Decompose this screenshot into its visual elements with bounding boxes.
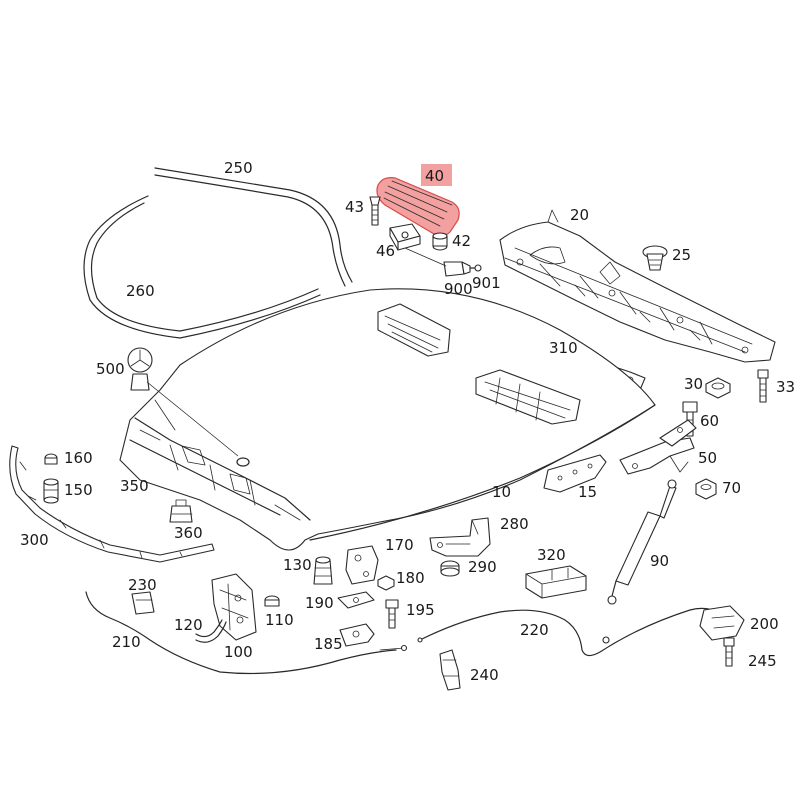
part-70-nut <box>695 478 717 500</box>
part-150-buffer <box>43 478 59 504</box>
cable-220 <box>417 607 719 657</box>
part-43-clip <box>369 196 381 226</box>
part-130-buffer <box>313 556 333 585</box>
label-46: 46 <box>376 242 395 260</box>
label-500: 500 <box>96 360 125 378</box>
label-70: 70 <box>722 479 741 497</box>
label-300: 300 <box>20 531 49 549</box>
label-42: 42 <box>452 232 471 250</box>
label-190: 190 <box>305 594 334 612</box>
label-230: 230 <box>128 576 157 594</box>
part-245-bolt <box>723 637 735 667</box>
part-360-clip <box>169 499 193 523</box>
part-900-connector <box>443 261 471 277</box>
label-150: 150 <box>64 481 93 499</box>
label-220: 220 <box>520 621 549 639</box>
label-360: 360 <box>174 524 203 542</box>
part-50-hinge <box>619 419 697 475</box>
part-320-box <box>525 565 587 599</box>
label-290: 290 <box>468 558 497 576</box>
part-230-clip <box>131 591 155 615</box>
part-240-clip <box>439 649 461 691</box>
label-25: 25 <box>672 246 691 264</box>
label-33: 33 <box>776 378 795 396</box>
label-160: 160 <box>64 449 93 467</box>
part-290-buffer <box>440 560 460 577</box>
part-30-nut <box>705 377 731 399</box>
part-33-bolt <box>757 369 769 403</box>
cable-210 <box>85 591 408 675</box>
part-46-sensor <box>389 223 421 251</box>
label-320: 320 <box>537 546 566 564</box>
part-195-bolt <box>385 599 399 629</box>
label-200: 200 <box>750 615 779 633</box>
label-30: 30 <box>684 375 703 393</box>
label-130: 130 <box>283 556 312 574</box>
label-20: 20 <box>570 206 589 224</box>
seal-260 <box>83 195 321 339</box>
label-40-highlight <box>421 164 452 186</box>
label-245: 245 <box>748 652 777 670</box>
label-195: 195 <box>406 601 435 619</box>
label-310: 310 <box>549 339 578 357</box>
label-260: 260 <box>126 282 155 300</box>
part-180-nut <box>377 575 395 591</box>
part-42-grommet <box>432 232 448 251</box>
label-185: 185 <box>314 635 343 653</box>
label-170: 170 <box>385 536 414 554</box>
part-40-pad <box>376 177 460 237</box>
part-120-hose <box>195 619 227 643</box>
label-350: 350 <box>120 477 149 495</box>
part-901-pin <box>469 264 482 272</box>
label-250: 250 <box>224 159 253 177</box>
part-280-bracket <box>429 517 491 557</box>
label-901: 901 <box>472 274 501 292</box>
part-110-bracket <box>211 573 257 641</box>
label-240: 240 <box>470 666 499 684</box>
label-900: 900 <box>444 280 473 298</box>
label-60: 60 <box>700 412 719 430</box>
part-15-plate <box>543 454 607 493</box>
label-90: 90 <box>650 552 669 570</box>
part-190-plate <box>337 591 375 609</box>
part-10-hood <box>119 288 656 551</box>
label-40: 40 <box>425 167 444 185</box>
label-50: 50 <box>698 449 717 467</box>
label-120: 120 <box>174 616 203 634</box>
label-100: 100 <box>224 643 253 661</box>
part-500-emblem <box>127 347 250 467</box>
part-90-strut <box>607 479 677 605</box>
seal-250 <box>154 167 353 287</box>
label-43: 43 <box>345 198 364 216</box>
label-280: 280 <box>500 515 529 533</box>
part-300-strip <box>9 445 215 563</box>
label-10: 10 <box>492 483 511 501</box>
label-210: 210 <box>112 633 141 651</box>
part-160-buffer <box>44 453 58 465</box>
label-15: 15 <box>578 483 597 501</box>
label-180: 180 <box>396 569 425 587</box>
callout-labels: 250 260 40 43 42 46 900 901 20 25 310 30… <box>20 159 795 684</box>
part-20-cowl <box>499 209 776 363</box>
part-170-lock <box>345 545 379 585</box>
part-200-release <box>699 605 745 641</box>
part-25-clip <box>642 245 668 271</box>
part-185-lock <box>339 623 375 647</box>
label-110: 110 <box>265 611 294 629</box>
part-100-buffer <box>264 595 280 607</box>
